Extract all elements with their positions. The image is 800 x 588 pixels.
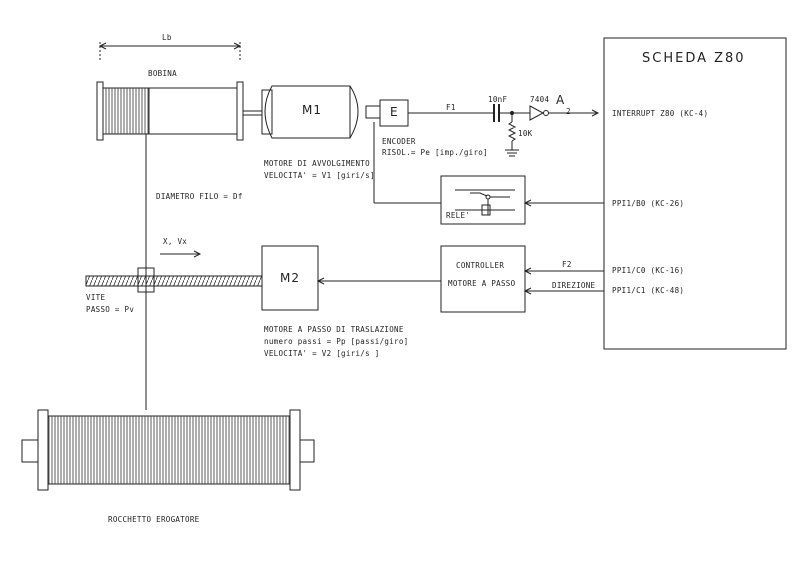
bobina-label: BOBINA [148, 69, 177, 78]
resolution-label: RISOL.= Pe [imp./giro] [382, 148, 488, 157]
relay-label: RELE' [446, 211, 471, 220]
f1-label: F1 [446, 103, 456, 112]
m1-label: M1 [302, 103, 322, 117]
gate-a-label: A [556, 93, 566, 107]
stepper-motor-label: MOTORE A PASSO [448, 279, 516, 288]
velocity2-label: VELOCITA' = V2 [giri/s ] [264, 349, 380, 358]
wire-diameter-label: DIAMETRO FILO = Df [156, 192, 243, 201]
lb-label: Lb [162, 33, 172, 42]
resistor-label: 10K [518, 129, 533, 138]
m2-label: M2 [280, 271, 300, 285]
rocchetto-label: ROCCHETTO EROGATORE [108, 515, 200, 524]
ppi-c0-label: PPI1/C0 (KC-16) [612, 266, 685, 275]
pin2-label: 2 [566, 107, 571, 116]
lead-screw [85, 250, 263, 293]
motor-m2 [261, 245, 319, 311]
steps-label: numero passi = Pp [passi/giro] [264, 337, 409, 346]
velocity1-label: VELOCITA' = V1 [giri/s] [264, 171, 375, 180]
relay-wiring [373, 122, 604, 207]
interrupt-label: INTERRUPT Z80 (KC-4) [612, 109, 709, 118]
controller-label: CONTROLLER [456, 261, 505, 270]
translation-motor-label: MOTORE A PASSO DI TRASLAZIONE [264, 325, 404, 334]
relay [440, 175, 526, 225]
direction-label: DIREZIONE [552, 281, 596, 290]
passo-label: PASSO = Pv [86, 305, 135, 314]
ppi-b0-label: PPI1/B0 (KC-26) [612, 199, 685, 208]
lb-dimension [98, 42, 242, 60]
ppi-c1-label: PPI1/C1 (KC-48) [612, 286, 685, 295]
motor-m1 [261, 85, 381, 139]
encoder-signal-path [408, 104, 600, 157]
f2-label: F2 [562, 260, 572, 269]
winding-motor-label: MOTORE DI AVVOLGIMENTO [264, 159, 370, 168]
rocchetto-spool [21, 409, 315, 491]
x-vx-label: X, Vx [163, 237, 188, 246]
capacitor-label: 10nF [488, 95, 508, 104]
encoder-label: ENCODER [382, 137, 416, 146]
z80-board-title: SCHEDA Z80 [642, 51, 746, 66]
controller-box [316, 245, 604, 313]
z80-board [603, 37, 787, 350]
vite-label: VITE [86, 293, 106, 302]
encoder-e-label: E [390, 105, 399, 119]
ic-7404-label: 7404 [530, 95, 550, 104]
bobina-spool [96, 81, 262, 141]
